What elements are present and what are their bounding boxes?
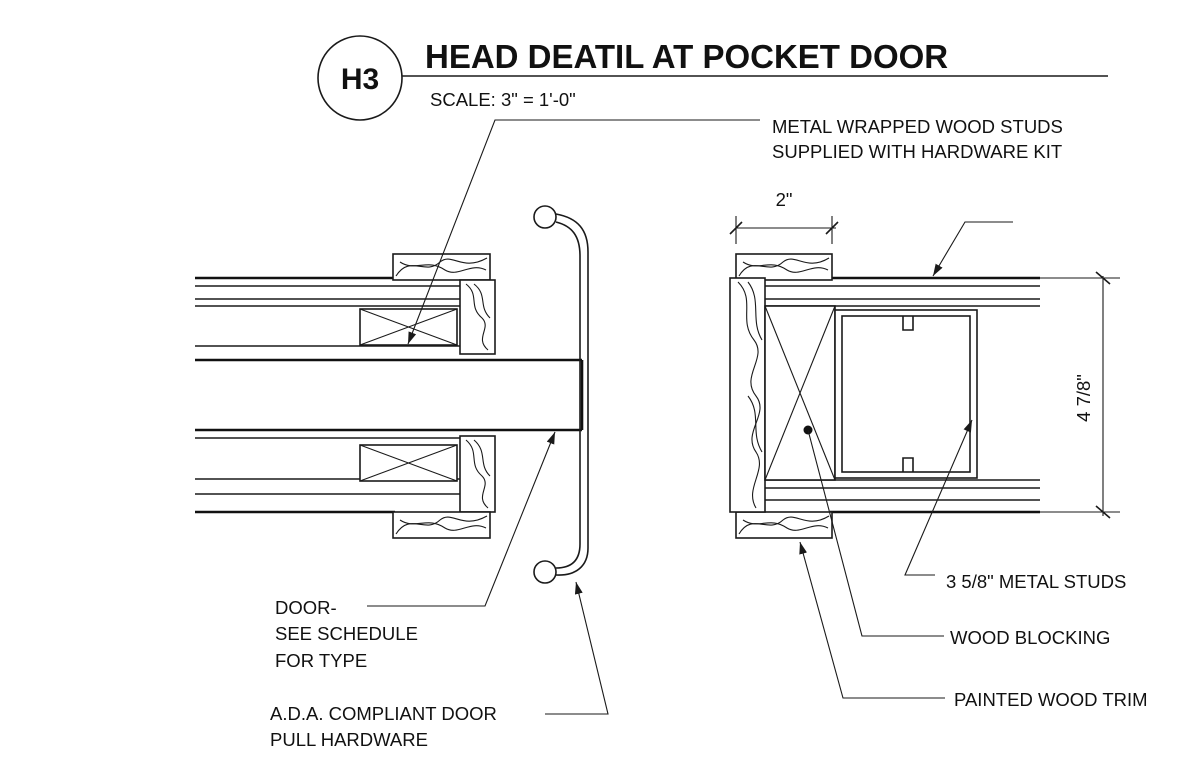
callout-metal-wrapped-studs: METAL WRAPPED WOOD STUDS SUPPLIED WITH H… bbox=[407, 116, 1063, 345]
metal-studs-label-line1: METAL WRAPPED WOOD STUDS bbox=[772, 116, 1063, 137]
metal-studs-label-line2: SUPPLIED WITH HARDWARE KIT bbox=[772, 141, 1062, 162]
dimension-wall-thickness: 4 7/8" bbox=[1040, 271, 1120, 519]
pull-label-line1: A.D.A. COMPLIANT DOOR bbox=[270, 703, 497, 724]
wood-jamb-upper bbox=[459, 279, 496, 355]
wood-blocking-label: WOOD BLOCKING bbox=[950, 627, 1110, 648]
callout-trim-top bbox=[932, 221, 1013, 277]
trim-width-value: 2" bbox=[776, 189, 793, 210]
painted-trim-label: PAINTED WOOD TRIM bbox=[954, 689, 1148, 710]
wood-blocking bbox=[764, 305, 836, 481]
metal-stud-label: 3 5/8" METAL STUDS bbox=[946, 571, 1126, 592]
callout-door: DOOR- SEE SCHEDULE FOR TYPE bbox=[275, 431, 556, 671]
door-label-line1: DOOR- bbox=[275, 597, 337, 618]
wood-trim-bottom-left bbox=[392, 511, 491, 539]
pull-label-line2: PULL HARDWARE bbox=[270, 729, 428, 750]
door-label-line2: SEE SCHEDULE bbox=[275, 623, 418, 644]
wood-trim-top-right bbox=[735, 253, 833, 281]
door-slab bbox=[195, 358, 584, 432]
detail-title: HEAD DEATIL AT POCKET DOOR bbox=[425, 38, 948, 75]
callout-metal-stud: 3 5/8" METAL STUDS bbox=[904, 419, 1126, 592]
wall-thickness-value: 4 7/8" bbox=[1073, 374, 1094, 422]
callout-painted-trim: PAINTED WOOD TRIM bbox=[799, 541, 1148, 710]
callout-pull-hardware: A.D.A. COMPLIANT DOOR PULL HARDWARE bbox=[270, 581, 609, 750]
wood-trim-bottom-right bbox=[735, 511, 833, 539]
dimension-trim-width: 2" bbox=[729, 189, 839, 244]
detail-tag: H3 bbox=[341, 63, 379, 96]
pocket-wall-left bbox=[195, 205, 589, 584]
detail-scale: SCALE: 3" = 1'-0" bbox=[430, 89, 576, 110]
wall-section-right bbox=[729, 253, 1040, 539]
detail-tag-circle bbox=[317, 35, 403, 121]
callout-wood-blocking: WOOD BLOCKING bbox=[807, 429, 1110, 648]
wood-jamb-right bbox=[729, 277, 766, 513]
metal-stud bbox=[834, 309, 978, 479]
wood-jamb-lower bbox=[459, 435, 496, 513]
wood-stud-lower bbox=[359, 444, 458, 482]
wood-stud-upper bbox=[359, 308, 458, 346]
door-label-line3: FOR TYPE bbox=[275, 650, 367, 671]
ada-pull-hardware bbox=[533, 205, 589, 584]
detail-title-block: H3 HEAD DEATIL AT POCKET DOOR SCALE: 3" … bbox=[317, 35, 1108, 121]
